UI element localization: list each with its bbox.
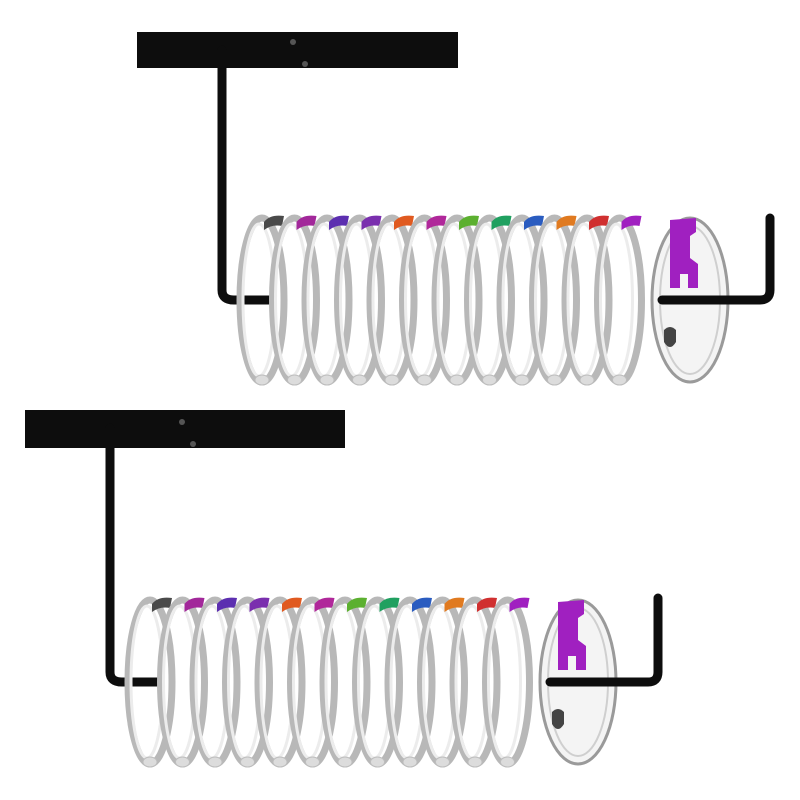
lid-ring-2 (269, 214, 320, 386)
ring-foot (384, 374, 400, 386)
ring-foot (482, 374, 497, 386)
color-tab (444, 597, 465, 612)
color-tab (152, 597, 172, 612)
color-tab (347, 597, 367, 612)
sip-grommet (552, 709, 564, 729)
ring-foot (579, 374, 595, 386)
color-tab (217, 597, 237, 612)
color-tab (314, 597, 335, 612)
color-tab (282, 597, 302, 612)
ring-foot (370, 756, 385, 768)
lid-ring-4 (334, 214, 385, 386)
color-tab (426, 215, 447, 230)
color-tab (184, 597, 205, 612)
ring-foot (254, 374, 270, 386)
hook-bar (545, 593, 663, 687)
ring-foot (142, 756, 158, 768)
ring-foot (467, 756, 483, 768)
sip-grommet (664, 327, 676, 347)
ring-foot (272, 756, 288, 768)
ring-foot (337, 756, 353, 768)
straw-stopper (558, 600, 586, 670)
ring-foot (287, 374, 302, 386)
color-tab (491, 215, 512, 230)
ring-foot (207, 756, 223, 768)
mounting-plate (25, 410, 345, 448)
lower-lid-rack (25, 410, 663, 768)
color-tab (361, 215, 382, 230)
support-rod (217, 45, 277, 305)
ring-foot (240, 756, 255, 768)
color-tab (621, 215, 642, 230)
ring-foot (547, 374, 562, 386)
color-tab (589, 215, 609, 230)
lid-ring-4 (222, 596, 273, 768)
lid-ring-11 (449, 596, 501, 768)
color-tab (459, 215, 479, 230)
screw-hole-1 (179, 419, 185, 425)
color-tab (477, 597, 497, 612)
support-rod (105, 423, 165, 687)
screw-hole-1 (290, 39, 296, 45)
ring-foot (175, 756, 190, 768)
color-tab (524, 215, 544, 230)
color-tab (264, 215, 284, 230)
ring-foot (435, 756, 450, 768)
ring-foot (500, 756, 515, 768)
ring-foot (449, 374, 465, 386)
color-tab (329, 215, 349, 230)
screw-hole-2 (190, 441, 196, 447)
color-tab (556, 215, 577, 230)
color-tab (296, 215, 317, 230)
ring-foot (612, 374, 627, 386)
upper-lid-rack (137, 32, 775, 386)
ring-foot (402, 756, 418, 768)
lid-ring-6 (287, 596, 338, 768)
straw-stopper (670, 218, 698, 288)
lid-ring-12 (594, 214, 645, 386)
screw-hole-2 (302, 61, 308, 67)
ring-foot (514, 374, 530, 386)
lid-ring-12 (482, 596, 533, 768)
ring-foot (352, 374, 367, 386)
ring-foot (417, 374, 432, 386)
color-tab (412, 597, 432, 612)
color-tab (379, 597, 400, 612)
hook-bar (657, 213, 775, 305)
color-tab (509, 597, 530, 612)
color-tab (394, 215, 414, 230)
mounting-plate (137, 32, 458, 68)
lid-ring-1 (236, 214, 288, 386)
ring-foot (319, 374, 335, 386)
color-tab (249, 597, 270, 612)
ring-foot (305, 756, 320, 768)
